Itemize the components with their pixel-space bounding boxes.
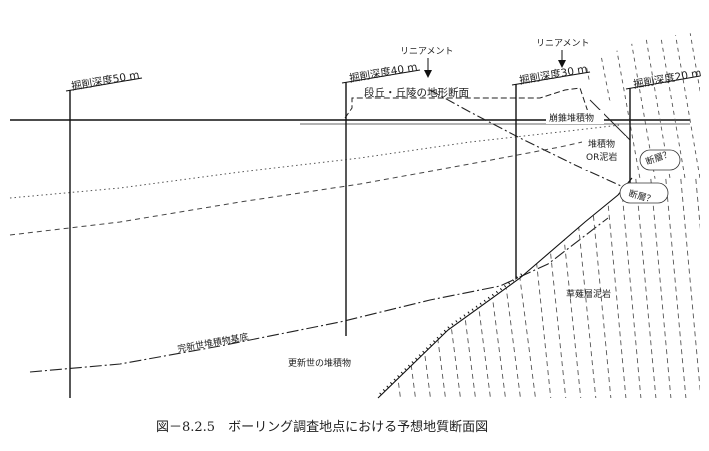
dotted-boundary-line [9, 124, 621, 199]
holocene-base-line [29, 217, 609, 373]
talus-label-bg [546, 110, 604, 124]
depth-30-label: 掘削深度30 m [518, 62, 588, 87]
sediment-label-line2: OR泥岩 [586, 151, 617, 163]
lineament-right-label: リニアメント [536, 39, 590, 49]
depth-50-label: 掘削深度50 m [70, 68, 140, 93]
mudstone-boundary [377, 177, 633, 399]
talus-label: 崩錐堆積物 [549, 112, 594, 124]
terrace-profile-line [344, 87, 591, 119]
sediment-label-line1: 堆積物 [588, 138, 615, 150]
dashed-boundary-line [9, 137, 601, 236]
depth-30-leader [511, 71, 591, 86]
terrace-profile-label: 段丘・丘陵の地形断面 [364, 86, 469, 99]
kusanagi-mudstone-label: 草薙層泥岩 [566, 288, 611, 300]
sediment-label-bg [582, 136, 626, 170]
depth-20-leader [625, 75, 701, 90]
depth-40-leader [341, 69, 421, 84]
pleistocene-label: 更新世の堆積物 [288, 357, 351, 369]
fault-line-upper [429, 89, 631, 191]
depth-20-label: 掘削深度20 m [632, 66, 702, 91]
figure-caption: 図－8.2.5 ボーリング調査地点における予想地質断面図 [156, 419, 488, 435]
mudstone-hatch [379, 178, 700, 398]
fault-label-box-2 [619, 182, 669, 204]
holocene-base-label: 完新世堆積物基底 [176, 331, 249, 355]
depth-50-leader [65, 77, 143, 92]
fault-label-box-1 [639, 149, 681, 171]
depth-40-label: 掘削深度40 m [348, 60, 418, 85]
lineament-arrow-right [558, 50, 566, 68]
fault-line-short [589, 99, 631, 141]
lineament-arrow-left [424, 58, 432, 78]
lineament-left-label: リニアメント [400, 47, 454, 57]
